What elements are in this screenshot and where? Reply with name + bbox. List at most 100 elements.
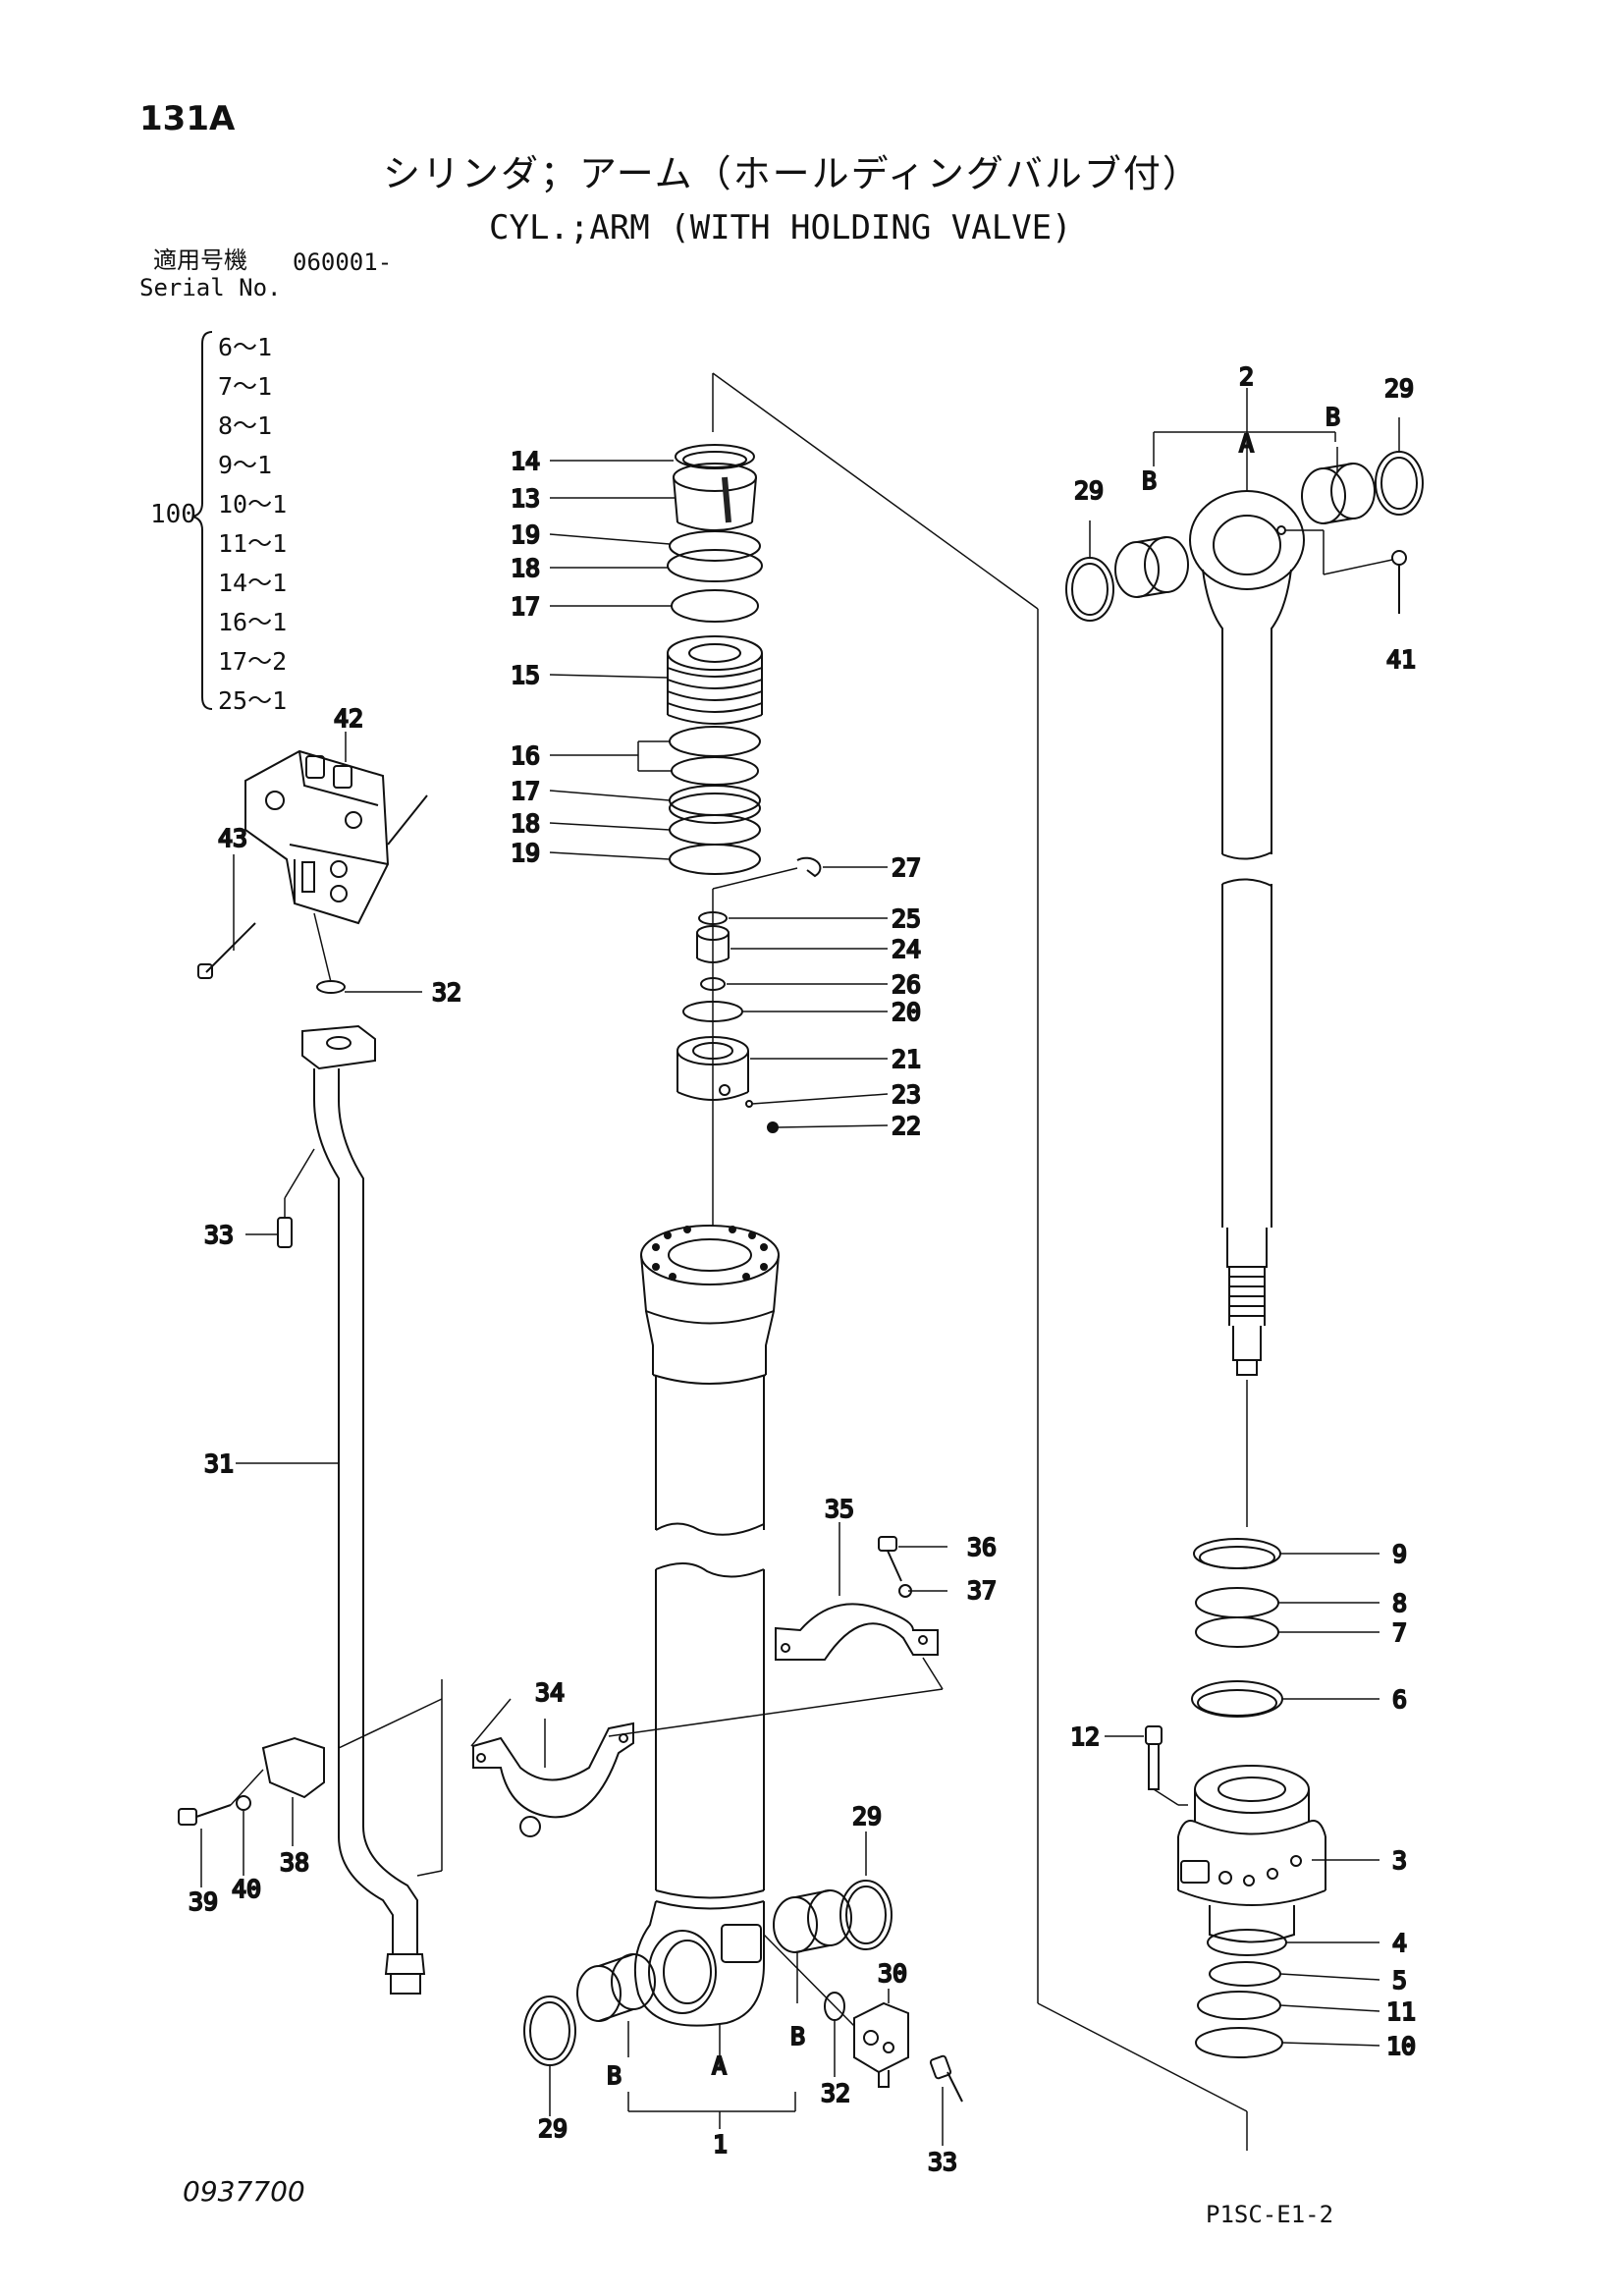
callout-13: 13 [511, 484, 540, 513]
title-english: CYL.;ARM (WITH HOLDING VALVE) [489, 208, 1072, 247]
callout-1: 1 [713, 2130, 728, 2159]
callout-29: 29 [852, 1802, 882, 1831]
callout-2: 2 [1239, 362, 1254, 391]
pin-dimension-lines [549, 1831, 944, 2146]
label-b: B [1142, 466, 1157, 495]
callout-18: 18 [511, 554, 540, 582]
callout-24: 24 [892, 935, 921, 963]
small-ring-part [698, 911, 728, 925]
pin-bushing-part [576, 1953, 656, 2022]
callout-16: 16 [511, 741, 540, 770]
assembly-frame-lines [712, 372, 1248, 2151]
callout-8: 8 [1392, 1589, 1407, 1617]
callout-25: 25 [892, 904, 921, 933]
callout-19: 19 [511, 520, 540, 549]
callout-19: 19 [511, 839, 540, 867]
callout-17: 17 [511, 592, 540, 621]
dust-seal-part [839, 1880, 893, 1950]
wiper-ring-part [675, 444, 755, 469]
valve-block-part [853, 2001, 909, 2088]
rod-bushing-part [1301, 463, 1376, 524]
callout-31: 31 [204, 1449, 234, 1478]
seal-kit-item: 16～1 [218, 608, 288, 636]
seal-kit-item: 10～1 [218, 490, 288, 519]
washer-part [236, 1795, 251, 1811]
serial-value: 060001- [293, 248, 393, 276]
socket-bolt-part [1145, 1725, 1188, 1806]
pipe-clamp-block-part [261, 1736, 325, 1799]
seal-ring-part [1195, 1616, 1279, 1648]
callout-7: 7 [1392, 1618, 1407, 1647]
label-b: B [1325, 403, 1340, 431]
collar-part [696, 925, 730, 963]
callout-9: 9 [1392, 1540, 1407, 1568]
callout-15: 15 [511, 661, 540, 689]
piston-part [1177, 1765, 1326, 1943]
backup-ring-part [669, 814, 761, 846]
callout-18: 18 [511, 809, 540, 838]
seal-kit-item: 25～1 [218, 686, 288, 715]
seal-kit-item: 7～1 [218, 372, 273, 401]
label-a: A [712, 2051, 727, 2080]
socket-bolt-part [929, 2054, 963, 2103]
label-b: B [607, 2061, 622, 2090]
callout-32: 32 [821, 2079, 850, 2107]
o-ring-part [316, 980, 346, 994]
callout-23: 23 [892, 1080, 921, 1109]
seal-kit-item: 17～2 [218, 647, 288, 676]
seal-ring-part [669, 785, 761, 816]
wear-ring-part [1197, 1689, 1277, 1717]
callout-39: 39 [189, 1887, 218, 1916]
seal-ring-part [1195, 1587, 1279, 1618]
label-b: B [790, 2022, 805, 2050]
set-screw-part [767, 1121, 779, 1133]
piston-nut-part [676, 1036, 749, 1101]
callout-20: 20 [892, 998, 921, 1026]
callout-4: 4 [1392, 1929, 1407, 1957]
pipe-clamp-part [472, 1722, 634, 1837]
hydraulic-pipe-part [301, 1024, 426, 1995]
callout-37: 37 [967, 1576, 997, 1605]
callout-10: 10 [1386, 2032, 1416, 2060]
dust-seal-part [1071, 563, 1109, 616]
grease-fitting-part [1391, 550, 1407, 614]
socket-bolt-part [197, 922, 256, 979]
center-leader-lines [549, 460, 889, 1128]
cushion-ring-part [700, 977, 726, 991]
seal-kit-item: 11～1 [218, 529, 288, 558]
callout-43: 43 [218, 824, 247, 852]
seal-kit-item: 6～1 [218, 333, 273, 361]
dust-seal-part [529, 2001, 570, 2060]
callout-11: 11 [1386, 1997, 1416, 2026]
callout-29: 29 [538, 2114, 568, 2143]
title-japanese: シリンダ；アーム（ホールディングバルブ付） [383, 152, 1202, 195]
seal-ring-part [1195, 2027, 1283, 2058]
callout-3: 3 [1392, 1846, 1407, 1875]
socket-bolt-part [277, 1148, 315, 1248]
callout-17: 17 [511, 777, 540, 805]
callout-40: 40 [232, 1875, 261, 1903]
buffer-ring-part [671, 589, 759, 623]
seal-kit-brace [191, 331, 213, 710]
callout-21: 21 [892, 1045, 921, 1073]
label-a: A [1239, 429, 1254, 458]
seal-ring-part [1209, 1961, 1281, 1987]
callout-14: 14 [511, 447, 540, 475]
callout-36: 36 [967, 1533, 997, 1561]
callout-38: 38 [280, 1848, 309, 1877]
rod-bushing-part [1114, 536, 1189, 598]
page-code: 131A [139, 99, 236, 138]
dust-seal-part [845, 1886, 887, 1944]
head-bolt-holes [652, 1226, 768, 1281]
seal-kit-item: 14～1 [218, 569, 288, 597]
cylinder-tube-part [633, 1225, 780, 2027]
steel-ball-part [745, 1100, 753, 1108]
dust-seal-part [1380, 457, 1418, 510]
piston-ring-part [669, 726, 761, 757]
callout-42: 42 [334, 704, 363, 733]
callout-33: 33 [928, 2148, 957, 2176]
seal-kit-item: 9～1 [218, 451, 273, 479]
drawing-number: 0937700 [183, 2175, 305, 2208]
wear-ring-part [669, 844, 761, 875]
callout-34: 34 [535, 1678, 565, 1707]
